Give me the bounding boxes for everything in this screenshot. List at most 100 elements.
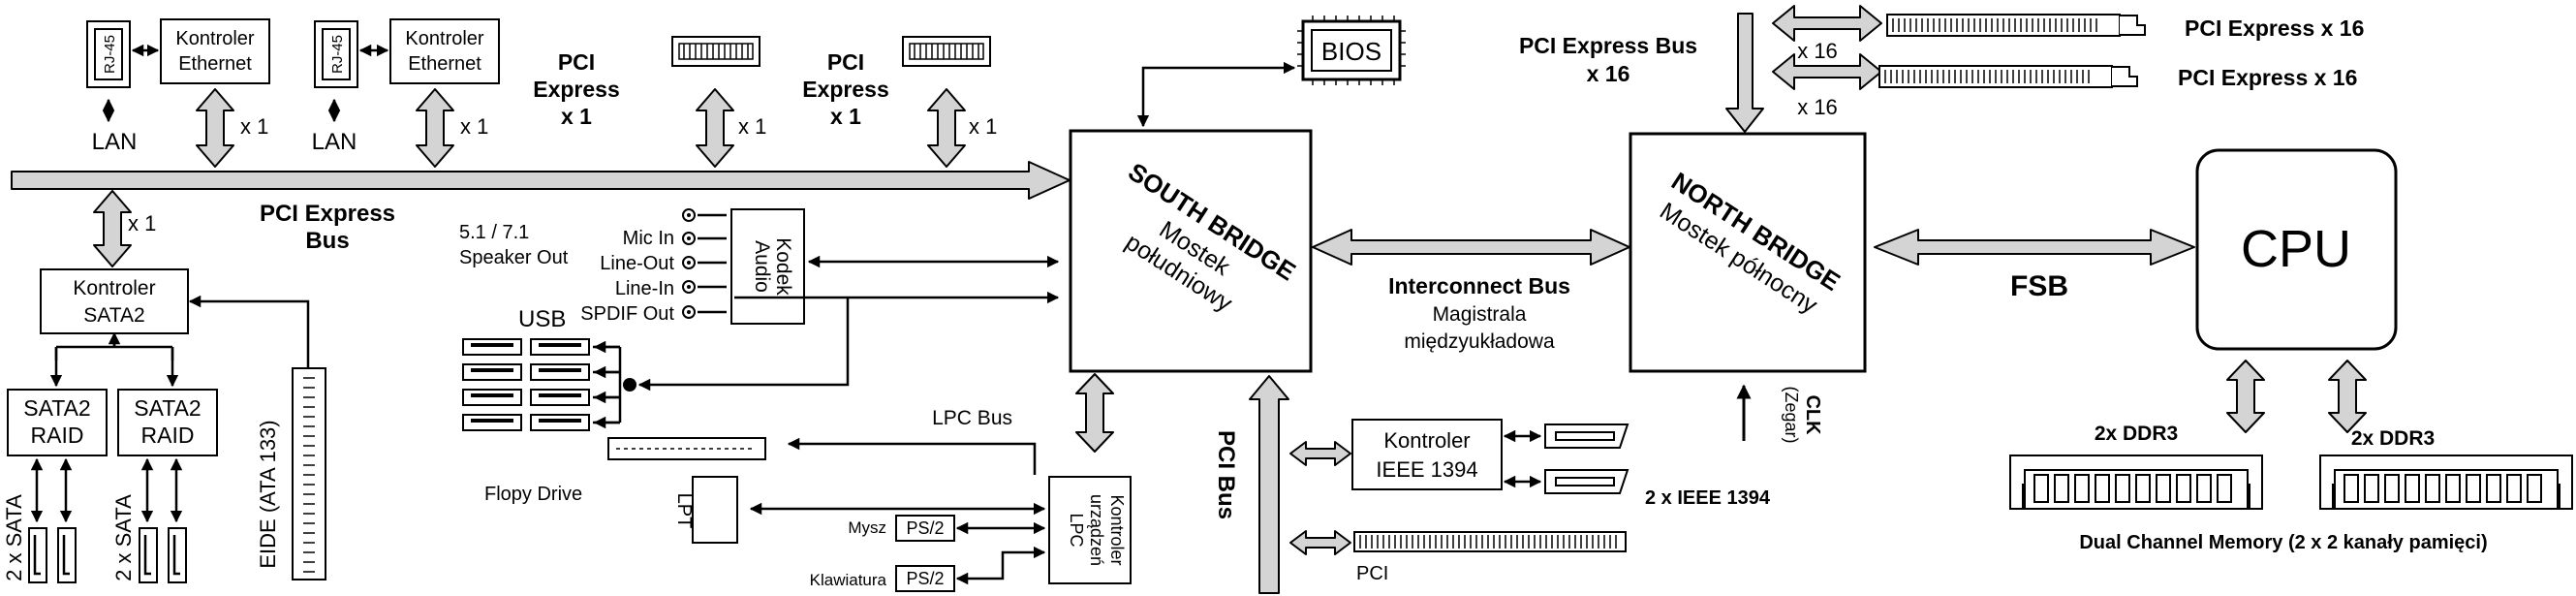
svg-text:Bus: Bus [305,228,349,254]
interconnect-bus-arrow [1312,229,1630,266]
ieee-ports-label: 2 x IEEE 1394 [1645,487,1771,509]
svg-text:RAID: RAID [31,423,84,448]
svg-text:CPU: CPU [2241,220,2351,278]
lan-label-2: LAN [312,129,357,155]
floppy-connector [607,437,766,460]
svg-text:PS/2: PS/2 [906,569,944,588]
svg-text:SATA2: SATA2 [23,395,90,421]
sata2-raid-1: SATA2 RAID [7,389,108,456]
svg-text:x 1: x 1 [128,211,156,235]
lan-label-1: LAN [92,129,138,155]
sata2-raid-2: SATA2 RAID [117,389,218,456]
pcie-x1-slot-1 [671,36,760,67]
ethernet-controller-2: Kontroler Ethernet [389,18,500,84]
audio-codec: Kodek Audio [730,208,805,325]
ddr3-label-2: 2x DDR3 [2351,427,2435,450]
pcie-x16-label-1: PCI Express x 16 [2185,16,2364,41]
svg-text:Kontroler: Kontroler [73,277,155,299]
svg-text:x 1: x 1 [561,104,592,129]
svg-text:PCI Express Bus: PCI Express Bus [1519,33,1697,58]
svg-text:Kodek: Kodek [772,237,794,296]
svg-text:Ethernet: Ethernet [178,53,252,75]
usb-label: USB [518,306,566,332]
svg-text:Kontroler: Kontroler [1383,428,1470,453]
pcie-x1-label-1: PCI Express x 1 [533,49,620,129]
svg-text:x 16: x 16 [1797,95,1838,119]
svg-text:SPDIF Out: SPDIF Out [580,303,674,325]
svg-text:LPC: LPC [1067,513,1086,547]
svg-text:PCI Express: PCI Express [260,201,395,227]
eide-label: EIDE (ATA 133) [256,420,280,568]
svg-text:RJ-45: RJ-45 [329,35,346,74]
fsb-arrow [1874,229,2195,266]
mouse-label: Mysz [848,518,886,537]
pcie-x16-bus-label: PCI Express Bus x 16 [1519,33,1697,86]
pci-express-bus-arrow [11,161,1071,200]
ddr3-label-1: 2x DDR3 [2095,423,2178,445]
pcie-x16-slot-1 [1886,14,2146,37]
svg-text:Line-In: Line-In [615,278,674,299]
svg-text:BIOS: BIOS [1321,37,1381,66]
svg-text:x 16: x 16 [1587,61,1630,86]
speaker-out-label: 5.1 / 7.1 Speaker Out [459,222,569,268]
pci-slot [1353,531,1627,552]
pci-bus-label: PCI Bus [1213,430,1239,519]
lpt-label: LPT [673,493,695,529]
pci-express-bus-label: PCI Express Bus [260,201,395,254]
pcie-x1-1-bus-arrow [696,88,734,168]
pcie-x1-2-bus-arrow [927,88,966,168]
ieee1394-ports [1544,423,1629,494]
pci-bus-arrow [1249,375,1289,594]
memory-1-arrow [2226,360,2265,433]
rj45-port-2: RJ-45 [314,20,358,88]
sata-connectors [28,527,187,583]
memory-caption: Dual Channel Memory (2 x 2 kanały pamięc… [2079,532,2487,553]
sata-controller: Kontroler SATA2 [40,268,189,334]
svg-text:Magistrala: Magistrala [1433,303,1527,326]
svg-text:Mic In: Mic In [623,228,674,249]
eide-connector [292,367,326,580]
svg-text:Interconnect Bus: Interconnect Bus [1388,273,1570,298]
svg-text:x 1: x 1 [969,114,997,139]
svg-text:x 1: x 1 [240,114,268,139]
ieee1394-controller: Kontroler IEEE 1394 [1351,419,1503,490]
svg-text:x 1: x 1 [830,104,861,129]
lpc-bus-label: LPC Bus [932,407,1012,429]
ethernet-controller-1: Kontroler Ethernet [160,18,270,84]
fsb-label: FSB [2010,270,2068,302]
svg-text:Kontroler: Kontroler [175,28,254,49]
svg-text:międzyukładowa: międzyukładowa [1404,330,1555,353]
pcie-x1-label-2: PCI Express x 1 [802,49,889,129]
pcie-x1-slot-2 [902,36,991,67]
ethernet-1-bus-arrow [196,88,234,168]
clk-label: CLK (Zegar) [1782,386,1823,443]
svg-text:IEEE 1394: IEEE 1394 [1376,457,1477,482]
lpc-controller: Kontroler urządzeń LPC [1048,476,1132,584]
svg-text:Kontroler: Kontroler [405,28,483,49]
pcie-x16-slot-2 [1878,65,2138,88]
south-bridge-chip: SOUTH BRIDGE Mostek południowy [1069,129,1313,373]
svg-text:Speaker Out: Speaker Out [459,247,569,268]
svg-text:PS/2: PS/2 [906,518,944,538]
ieee-bus-arrow [1289,441,1351,466]
keyboard-label: Klawiatura [810,571,887,589]
svg-text:5.1 / 7.1: 5.1 / 7.1 [459,222,529,243]
interconnect-bus-label: Interconnect Bus Magistrala międzyukłado… [1388,273,1570,353]
pcie-x16-slot-1-arrow [1772,5,1882,42]
svg-text:RJ-45: RJ-45 [102,35,118,74]
svg-text:Audio: Audio [751,240,773,293]
sata-ports-label-1: 2 x SATA [2,494,26,581]
ddr3-module-2 [2319,455,2573,510]
svg-text:Kontroler: Kontroler [1107,494,1127,565]
rj45-port-1: RJ-45 [86,20,131,88]
svg-text:SATA2: SATA2 [83,304,144,327]
svg-text:urządzeń: urządzeń [1087,494,1106,566]
ps2-mouse-port: PS/2 [895,515,955,542]
north-bridge-chip: NORTH BRIDGE Mostek północny [1629,132,1867,373]
ethernet-2-bus-arrow [416,88,454,168]
lpt-connector [692,476,738,544]
svg-text:RAID: RAID [141,423,195,448]
svg-text:CLK: CLK [1802,394,1823,435]
svg-text:SATA2: SATA2 [134,395,201,421]
